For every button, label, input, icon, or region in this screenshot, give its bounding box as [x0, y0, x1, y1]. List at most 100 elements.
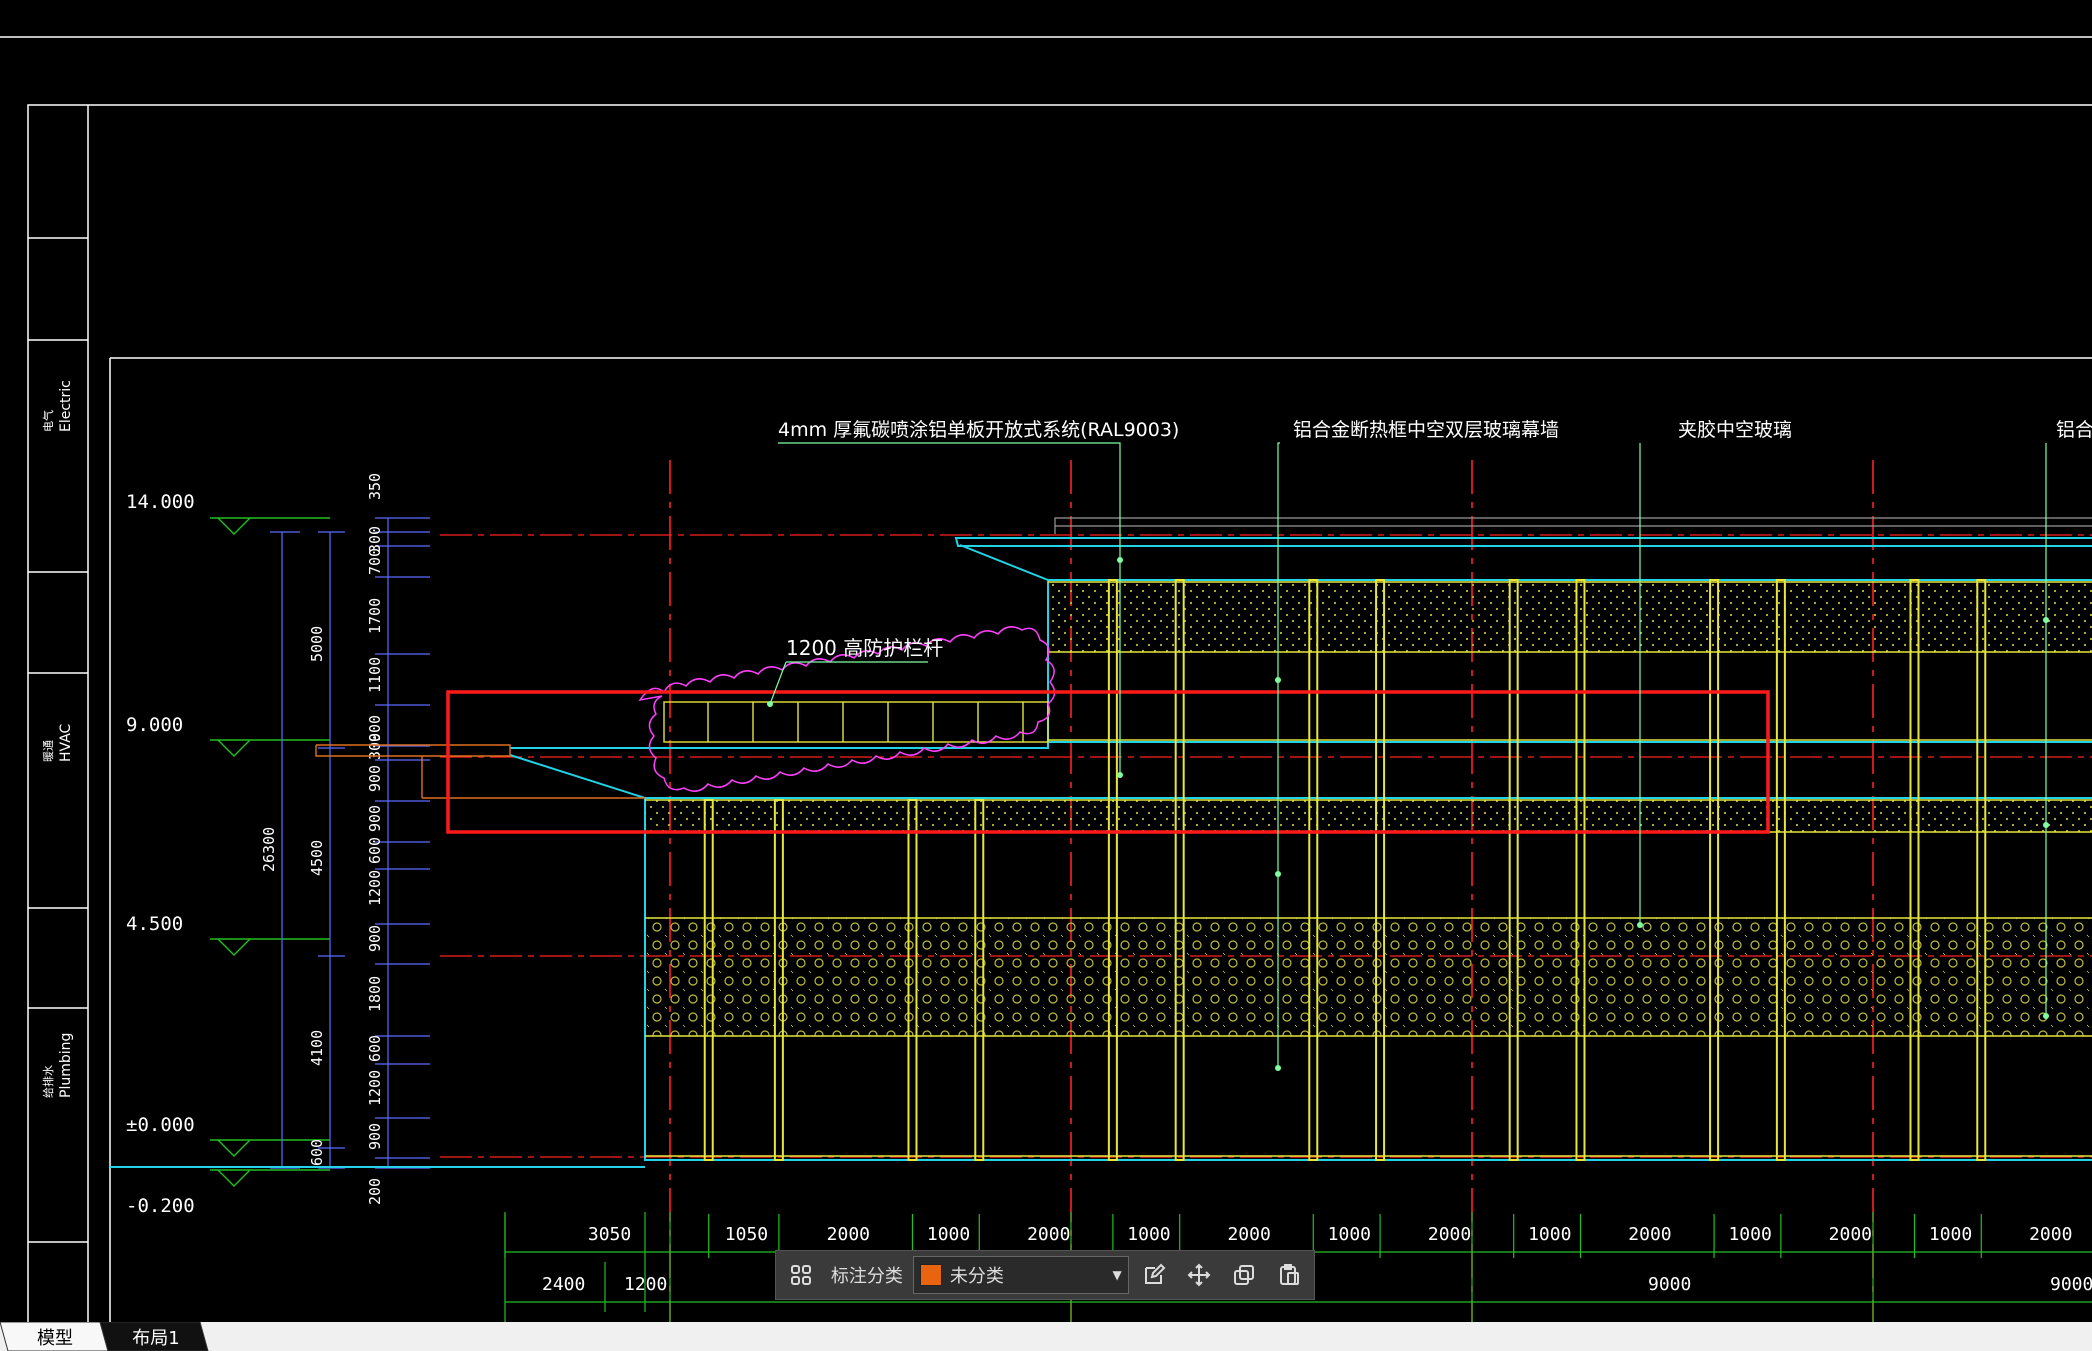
- title-block-plumbing: Plumbing: [58, 1033, 74, 1098]
- dim-label: 300: [366, 526, 384, 553]
- dim-label: 600: [366, 1035, 384, 1062]
- mullion: [1174, 579, 1185, 1161]
- mullion: [1976, 579, 1987, 1161]
- dim-label: 1000: [1328, 1224, 1371, 1245]
- dim-label: 900: [366, 765, 384, 792]
- dim-label: 2000: [2029, 1224, 2072, 1245]
- roof-cap: [1054, 517, 2092, 534]
- title-block-hvac: HVAC: [58, 723, 74, 762]
- mullion: [1308, 579, 1319, 1161]
- dim-label: 9000: [1648, 1274, 1691, 1295]
- callout-cut-off: 铝合金: [2056, 419, 2092, 441]
- category-value: 未分类: [949, 1266, 1004, 1287]
- move-icon[interactable]: [1180, 1255, 1219, 1295]
- elevation-label: 4.500: [126, 913, 183, 935]
- dim-label: 1000: [1528, 1224, 1571, 1245]
- paste-icon[interactable]: [1269, 1255, 1308, 1295]
- callout-texts: 4mm 厚氟碳喷涂铝单板开放式系统(RAL9003) 铝合金断热框中空双层玻璃幕…: [778, 419, 2092, 660]
- callout-leaders: [769, 442, 2047, 1068]
- layout-tab-bar: 模型 布局1: [0, 1322, 2092, 1351]
- dim-label: 350: [366, 473, 384, 500]
- dim-label: 900: [366, 715, 384, 742]
- dim-label: 700: [366, 548, 384, 575]
- chevron-down-icon: ▼: [1112, 1268, 1122, 1282]
- elevation-label: 14.000: [126, 491, 195, 513]
- elevation-label: 9.000: [126, 714, 183, 736]
- dim-label: 600: [308, 1139, 326, 1166]
- dim-label: 1000: [1929, 1224, 1972, 1245]
- annotation-category-label: 标注分类: [830, 1266, 903, 1287]
- tab-model[interactable]: 模型: [10, 1322, 100, 1351]
- dim-label: 1000: [1127, 1224, 1170, 1245]
- elevation-markers: 14.000 9.000 4.500 ±0.000 -0.200: [126, 491, 330, 1217]
- callout-curtain-wall: 铝合金断热框中空双层玻璃幕墙: [1293, 419, 1559, 441]
- curtain-wall-transoms: [645, 581, 2092, 1157]
- dim-label: 900: [366, 805, 384, 832]
- dim-label: 1000: [927, 1224, 970, 1245]
- dim-label: 600: [366, 837, 384, 864]
- annotation-toolbar: 标注分类 未分类 ▼: [775, 1250, 1315, 1300]
- curtain-wall-mullions: [703, 579, 1987, 1161]
- dim-label: 26300: [260, 827, 278, 872]
- mullion: [1775, 579, 1786, 1161]
- highlight-box[interactable]: [446, 690, 1770, 834]
- tab-layout1[interactable]: 布局1: [110, 1322, 202, 1351]
- dim-label: 1200: [366, 1070, 384, 1106]
- dim-label: 900: [366, 925, 384, 952]
- annotation-category-dropdown[interactable]: 未分类 ▼: [912, 1256, 1129, 1294]
- title-block-plumbing-cn: 给排水: [41, 1065, 55, 1098]
- callout-laminated-glass: 夹胶中空玻璃: [1678, 419, 1792, 441]
- dim-label: 4100: [308, 1030, 326, 1066]
- dim-label: 900: [366, 1123, 384, 1150]
- dim-label: 300: [366, 733, 384, 760]
- title-block-electric: Electric: [58, 380, 74, 432]
- grid-apps-icon[interactable]: [782, 1255, 821, 1295]
- title-block: Electric 电气 HVAC 暖通 Plumbing 给排水: [41, 380, 74, 1098]
- dim-label: 5000: [308, 626, 326, 662]
- dim-label: 1200: [366, 870, 384, 906]
- title-block-hvac-cn: 暖通: [42, 740, 55, 762]
- dim-label: 1700: [366, 598, 384, 634]
- copy-icon[interactable]: [1224, 1255, 1263, 1295]
- dim-label: 1800: [366, 976, 384, 1012]
- dim-label: 2400: [542, 1274, 585, 1295]
- revision-cloud: [638, 626, 1056, 792]
- elevation-label: ±0.000: [126, 1114, 195, 1136]
- dim-label: 1000: [1728, 1224, 1771, 1245]
- dim-label: 2000: [1027, 1224, 1070, 1245]
- mullion: [1375, 579, 1386, 1161]
- dim-label: 2000: [1829, 1224, 1872, 1245]
- dim-label: 2000: [1628, 1224, 1671, 1245]
- elevation-marker: [210, 517, 330, 1187]
- tab-layout1-label: 布局1: [132, 1327, 180, 1349]
- drawing-frame: [0, 36, 2092, 1322]
- dim-label: 2000: [1428, 1224, 1471, 1245]
- floor-slab: [315, 744, 645, 799]
- tab-shapes: [0, 1322, 209, 1351]
- dim-label: 2000: [827, 1224, 870, 1245]
- upper-curtain-wall: [645, 580, 2092, 1036]
- dim-label: 1200: [624, 1274, 667, 1295]
- dim-label: 2000: [1227, 1224, 1270, 1245]
- callout-railing: 1200 高防护栏杆: [786, 636, 943, 660]
- mullion: [1709, 579, 1720, 1161]
- dim-label: 200: [366, 1178, 384, 1205]
- tab-model-label: 模型: [37, 1327, 73, 1349]
- dim-label: 4500: [308, 840, 326, 876]
- category-color-swatch: [919, 1264, 942, 1286]
- mullion: [1107, 579, 1118, 1161]
- cad-drawing[interactable]: Electric 电气 HVAC 暖通 Plumbing 给排水 14.000 …: [0, 0, 2092, 1322]
- leader-dots: [767, 557, 2049, 1071]
- title-block-electric-cn: 电气: [41, 410, 55, 432]
- dim-label: 3050: [588, 1224, 631, 1245]
- balcony-railing: [663, 701, 1049, 743]
- mullion: [1575, 579, 1586, 1161]
- edit-icon[interactable]: [1135, 1255, 1174, 1295]
- dim-label: 9000: [2050, 1274, 2092, 1295]
- mullion: [1508, 579, 1519, 1161]
- callout-panel-system: 4mm 厚氟碳喷涂铝单板开放式系统(RAL9003): [778, 419, 1179, 441]
- elevation-label: -0.200: [126, 1195, 195, 1217]
- mullion: [1909, 579, 1920, 1161]
